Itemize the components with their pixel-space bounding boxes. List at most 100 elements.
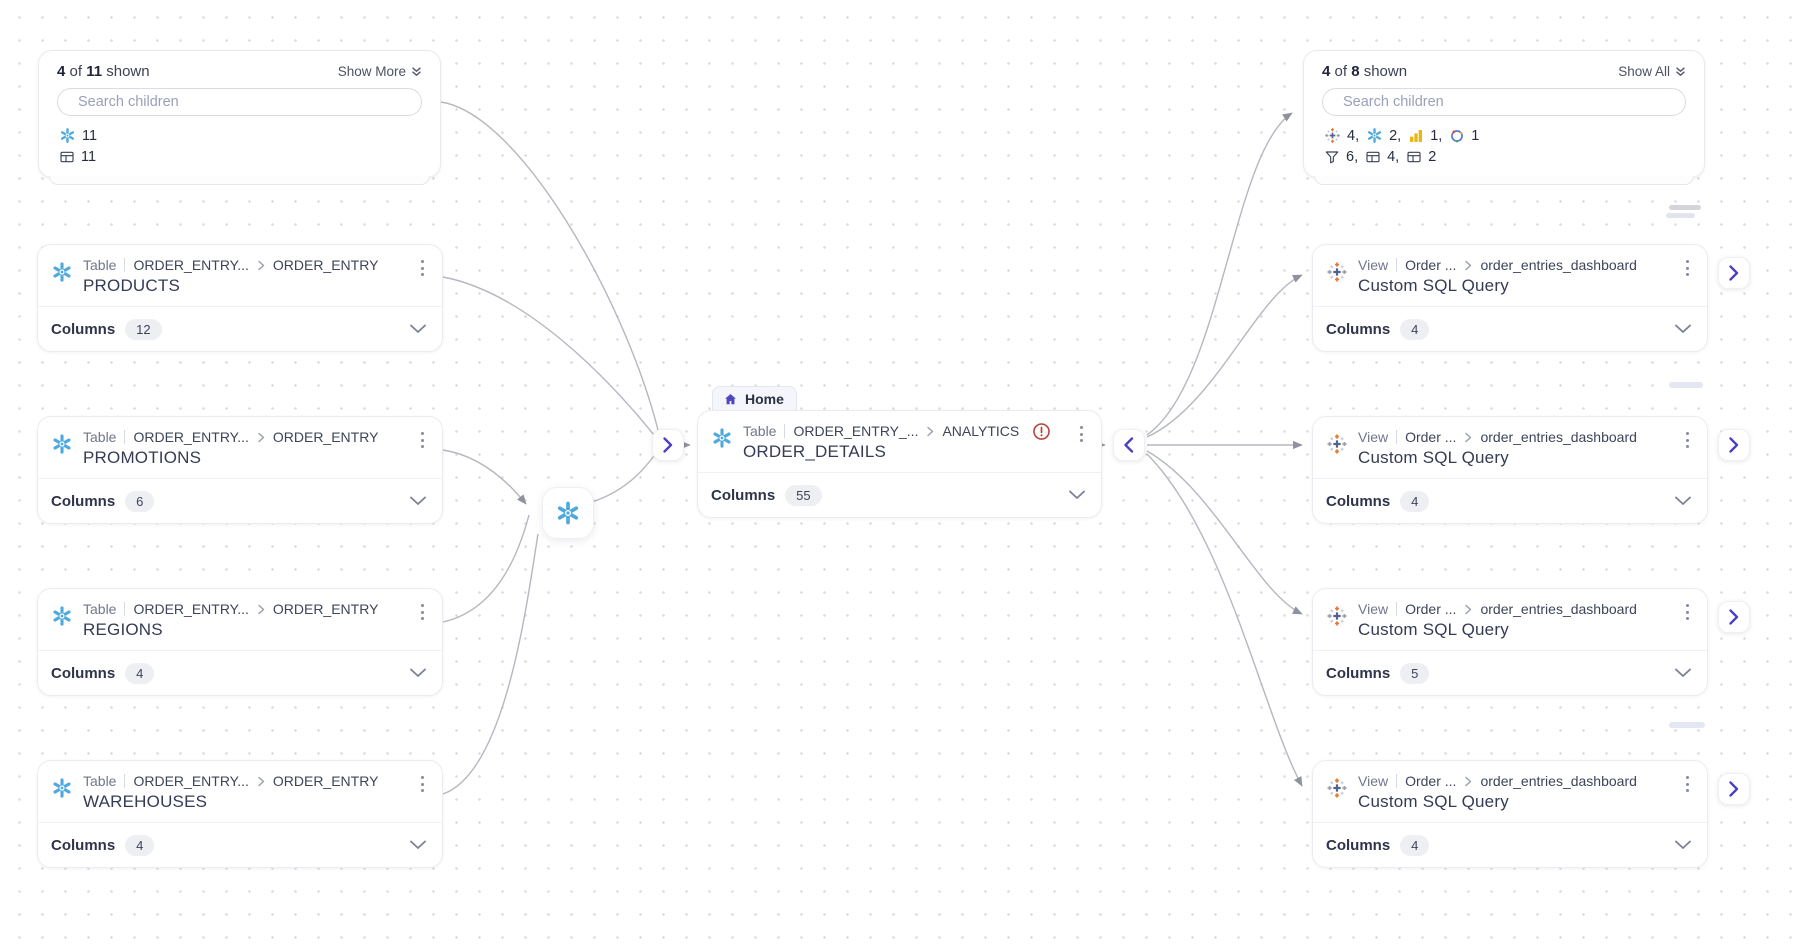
asset-count: 4, — [1347, 127, 1360, 144]
columns-count-badge: 6 — [125, 490, 155, 512]
kebab-menu-button[interactable] — [415, 600, 430, 624]
kebab-menu-button[interactable] — [415, 772, 430, 796]
snowflake-icon — [53, 434, 71, 454]
asset-count: 1 — [1471, 127, 1480, 144]
columns-label: Columns — [1326, 664, 1391, 682]
table-icon — [1407, 151, 1421, 162]
show-all-button[interactable]: Show All — [1618, 64, 1686, 79]
schema-name: ORDER_ENTRY — [272, 429, 379, 445]
columns-count-badge: 4 — [125, 662, 155, 684]
chevron-right-icon — [1729, 437, 1739, 453]
node-card-warehouses[interactable]: Table ORDER_ENTRY... ORDER_ENTRY WAREHOU… — [37, 760, 443, 868]
snowflake-icon — [557, 501, 579, 525]
kebab-menu-button[interactable] — [1680, 772, 1695, 796]
junction-snowflake-node[interactable] — [542, 487, 594, 539]
kebab-menu-button[interactable] — [1680, 256, 1695, 280]
chevron-down-icon — [410, 496, 426, 505]
columns-toggle[interactable]: Columns 4 — [1313, 822, 1707, 867]
collapsed-node-stub — [1666, 213, 1695, 218]
asset-count: 2, — [1389, 127, 1402, 144]
downstream-children-panel: 4 of 8 shown Show All 4, 2, 1, 1 6, 4, 2 — [1303, 50, 1705, 185]
divider — [1396, 430, 1398, 444]
filter-icon — [1325, 150, 1339, 163]
snowflake-icon — [53, 606, 71, 626]
home-icon — [725, 393, 736, 404]
divider — [1396, 258, 1398, 272]
search-children-input[interactable] — [57, 88, 422, 116]
snowflake-icon — [713, 428, 731, 448]
node-card-order-details[interactable]: Table ORDER_ENTRY_... ANALYTICS ORDER_DE… — [697, 410, 1102, 518]
node-card-products[interactable]: Table ORDER_ENTRY... ORDER_ENTRY PRODUCT… — [37, 244, 443, 352]
edge-junction-out — [591, 451, 658, 503]
columns-count-badge: 4 — [1400, 318, 1430, 340]
columns-toggle[interactable]: Columns 5 — [1313, 650, 1707, 695]
looker-icon — [1451, 129, 1464, 143]
divider — [1396, 774, 1398, 788]
divider — [124, 430, 126, 444]
chevron-down-icon — [1675, 668, 1691, 677]
database-name: ORDER_ENTRY... — [133, 429, 249, 445]
collapse-downstream-button[interactable] — [1113, 429, 1145, 461]
divider — [1396, 602, 1398, 616]
columns-label: Columns — [51, 836, 116, 854]
chevron-right-icon — [258, 776, 265, 786]
node-title: Custom SQL Query — [1358, 448, 1509, 467]
schema-name: ORDER_ENTRY — [272, 257, 379, 273]
columns-toggle[interactable]: Columns 4 — [1313, 478, 1707, 523]
edge-downstream-1 — [1146, 274, 1303, 438]
kebab-menu-button[interactable] — [1074, 422, 1089, 446]
expand-downstream-button-1[interactable] — [1718, 257, 1750, 289]
chevron-right-icon — [1465, 604, 1472, 614]
expand-downstream-button-2[interactable] — [1718, 429, 1750, 461]
search-children-input[interactable] — [1322, 88, 1686, 116]
columns-toggle[interactable]: Columns 4 — [38, 822, 442, 867]
columns-count-badge: 4 — [1400, 490, 1430, 512]
tableau-icon — [1326, 433, 1348, 455]
asset-count: 1, — [1430, 127, 1443, 144]
kebab-menu-button[interactable] — [1680, 600, 1695, 624]
node-card-custom-sql-1[interactable]: View Order ... order_entries_dashboard C… — [1312, 244, 1708, 352]
columns-toggle[interactable]: Columns 4 — [38, 650, 442, 695]
node-type-label: View — [1358, 429, 1389, 445]
schema-name: ORDER_ENTRY — [272, 601, 379, 617]
tableau-icon — [1326, 605, 1348, 627]
columns-toggle[interactable]: Columns 55 — [698, 472, 1101, 517]
columns-toggle[interactable]: Columns 4 — [1313, 306, 1707, 351]
columns-label: Columns — [1326, 836, 1391, 854]
node-title: Custom SQL Query — [1358, 276, 1509, 295]
node-card-custom-sql-3[interactable]: View Order ... order_entries_dashboard C… — [1312, 588, 1708, 696]
node-type-label: View — [1358, 601, 1389, 617]
database-name: ORDER_ENTRY... — [133, 773, 249, 789]
columns-label: Columns — [711, 486, 776, 504]
expand-upstream-button[interactable] — [652, 429, 684, 461]
show-more-button[interactable]: Show More — [338, 64, 422, 79]
home-badge-label: Home — [745, 391, 784, 407]
columns-toggle[interactable]: Columns 12 — [38, 306, 442, 351]
edge-warehouses — [442, 533, 539, 795]
project-name: Order ... — [1405, 773, 1457, 789]
kebab-menu-button[interactable] — [1680, 428, 1695, 452]
chevron-right-icon — [1465, 432, 1472, 442]
node-title: PRODUCTS — [83, 276, 180, 295]
divider — [124, 602, 126, 616]
expand-downstream-button-3[interactable] — [1718, 601, 1750, 633]
columns-count-badge: 12 — [125, 318, 162, 340]
node-card-promotions[interactable]: Table ORDER_ENTRY... ORDER_ENTRY PROMOTI… — [37, 416, 443, 524]
expand-downstream-button-4[interactable] — [1718, 773, 1750, 805]
columns-toggle[interactable]: Columns 6 — [38, 478, 442, 523]
node-card-regions[interactable]: Table ORDER_ENTRY... ORDER_ENTRY REGIONS… — [37, 588, 443, 696]
kebab-menu-button[interactable] — [415, 428, 430, 452]
chevron-down-icon — [1675, 840, 1691, 849]
table-icon — [60, 151, 74, 162]
edge-regions — [442, 514, 530, 623]
kebab-menu-button[interactable] — [415, 256, 430, 280]
edge-products — [442, 276, 655, 436]
node-card-custom-sql-4[interactable]: View Order ... order_entries_dashboard C… — [1312, 760, 1708, 868]
node-type-label: Table — [83, 773, 117, 789]
warning-icon[interactable] — [1031, 421, 1052, 442]
columns-label: Columns — [51, 664, 116, 682]
node-type-label: Table — [83, 257, 117, 273]
node-card-custom-sql-2[interactable]: View Order ... order_entries_dashboard C… — [1312, 416, 1708, 524]
node-title: Custom SQL Query — [1358, 792, 1509, 811]
